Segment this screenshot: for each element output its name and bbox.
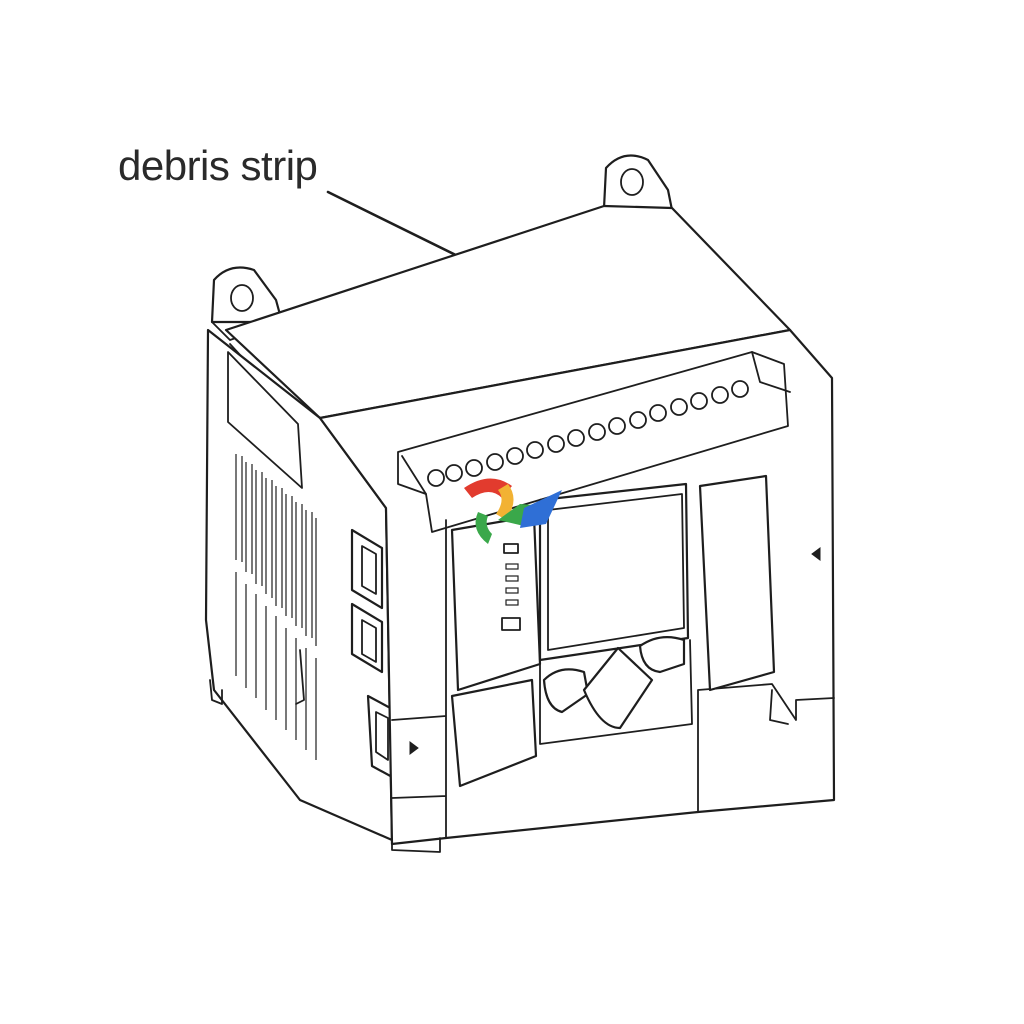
vent-slots — [235, 454, 317, 760]
right-triangle-marker — [811, 547, 821, 561]
watermark-logo-icon — [464, 478, 562, 544]
right-cover — [698, 474, 776, 692]
debris-strip-label: debris strip — [118, 142, 318, 189]
terminal-screws — [427, 380, 749, 487]
port-connector-icon — [350, 528, 396, 780]
left-triangle-marker — [409, 741, 419, 755]
front-door — [450, 678, 538, 788]
lcd-display — [538, 482, 690, 662]
status-led-panel — [450, 514, 542, 692]
keypad-button-icon[interactable] — [539, 635, 693, 745]
mounting-ear-right — [602, 154, 674, 225]
debris-strip-top — [224, 204, 792, 420]
